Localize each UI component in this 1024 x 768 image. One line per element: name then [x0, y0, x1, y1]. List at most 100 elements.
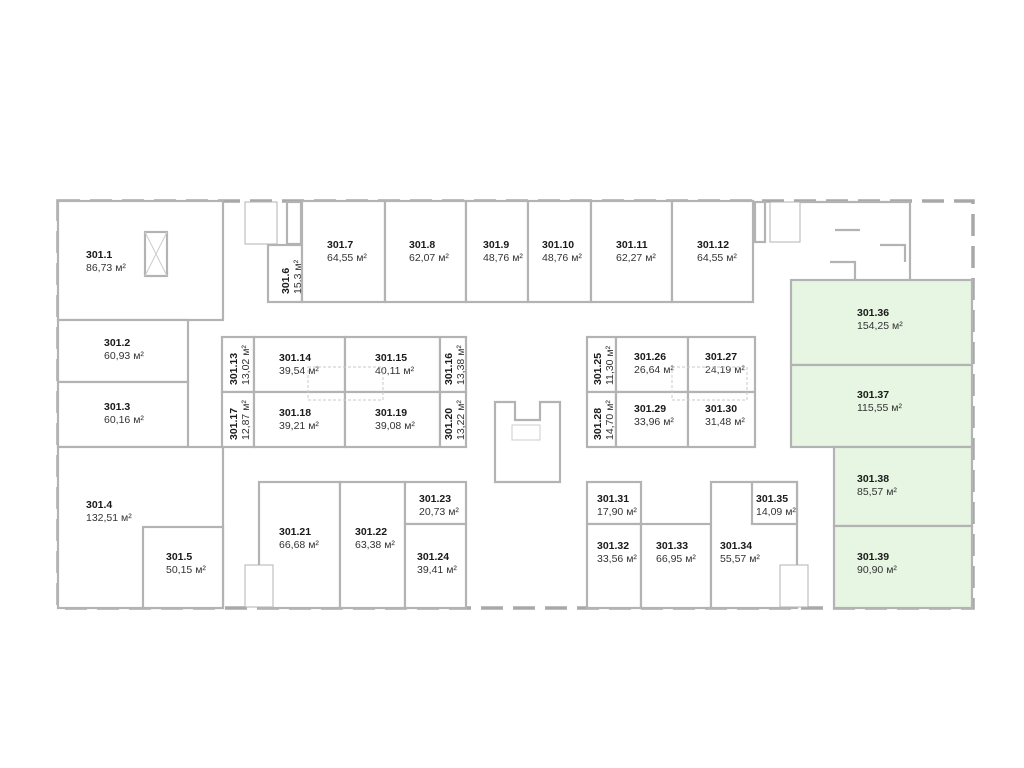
- room-shape[interactable]: [56, 199, 225, 322]
- room-area: 64,55 м²: [327, 252, 367, 264]
- room-301-1[interactable]: 301.186,73 м²: [56, 199, 225, 322]
- room-area: 33,56 м²: [597, 553, 637, 565]
- room-area: 85,57 м²: [857, 486, 897, 498]
- room-shape[interactable]: [585, 390, 618, 449]
- room-number: 301.6: [280, 268, 292, 294]
- room-area: 154,25 м²: [857, 320, 903, 332]
- room-shape[interactable]: [403, 522, 468, 610]
- room-shape[interactable]: [338, 480, 407, 610]
- elevator-core: [493, 400, 562, 484]
- room-number: 301.8: [409, 239, 435, 251]
- room-number: 301.19: [375, 407, 407, 419]
- room-area: 12,87 м²: [240, 400, 252, 440]
- room-301-9[interactable]: 301.948,76 м²: [464, 199, 530, 304]
- room-area: 64,55 м²: [697, 252, 737, 264]
- elevator-left: [143, 230, 169, 278]
- wc-area: [800, 200, 912, 280]
- room-shape[interactable]: [343, 390, 442, 449]
- room-number: 301.18: [279, 407, 311, 419]
- room-shape[interactable]: [789, 363, 974, 449]
- room-301-2[interactable]: 301.260,93 м²: [56, 318, 190, 384]
- room-number: 301.15: [375, 352, 407, 364]
- room-area: 60,16 м²: [104, 414, 144, 426]
- room-number: 301.38: [857, 473, 889, 485]
- room-shape[interactable]: [300, 199, 387, 304]
- room-301-3[interactable]: 301.360,16 м²: [56, 380, 190, 449]
- room-shape[interactable]: [639, 522, 713, 610]
- room-301-7[interactable]: 301.764,55 м²: [300, 199, 387, 304]
- room-area: 31,48 м²: [705, 416, 745, 428]
- room-shape[interactable]: [589, 199, 674, 304]
- room-number: 301.9: [483, 239, 509, 251]
- room-301-8[interactable]: 301.862,07 м²: [383, 199, 468, 304]
- room-shape[interactable]: [686, 390, 757, 449]
- room-shape[interactable]: [220, 335, 256, 394]
- room-number: 301.5: [166, 551, 192, 563]
- room-shape[interactable]: [438, 390, 468, 449]
- room-number: 301.12: [697, 239, 729, 251]
- room-number: 301.25: [592, 353, 604, 385]
- room-area: 39,21 м²: [279, 420, 319, 432]
- room-shape[interactable]: [56, 380, 190, 449]
- room-shape[interactable]: [832, 524, 974, 610]
- room-number: 301.14: [279, 352, 311, 364]
- room-number: 301.27: [705, 351, 737, 363]
- room-number: 301.7: [327, 239, 353, 251]
- room-number: 301.31: [597, 493, 629, 505]
- atrium-right: [671, 366, 748, 401]
- room-shape[interactable]: [252, 390, 347, 449]
- room-area: 48,76 м²: [542, 252, 582, 264]
- room-shape[interactable]: [750, 480, 799, 526]
- room-shape[interactable]: [614, 390, 690, 449]
- room-shape[interactable]: [383, 199, 468, 304]
- room-shape[interactable]: [141, 525, 225, 610]
- room-shape[interactable]: [403, 480, 468, 526]
- room-shape[interactable]: [832, 445, 974, 528]
- room-number: 301.33: [656, 540, 688, 552]
- room-shape[interactable]: [438, 335, 468, 394]
- room-shape[interactable]: [670, 199, 755, 304]
- room-shape[interactable]: [789, 278, 974, 367]
- room-shape[interactable]: [252, 335, 347, 394]
- room-area: 13,38 м²: [455, 345, 467, 385]
- room-area: 13,02 м²: [240, 345, 252, 385]
- room-shape[interactable]: [585, 522, 643, 610]
- room-area: 33,96 м²: [634, 416, 674, 428]
- room-shape[interactable]: [526, 199, 593, 304]
- room-number: 301.37: [857, 389, 889, 401]
- room-301-5[interactable]: 301.550,15 м²: [141, 525, 225, 610]
- room-shape[interactable]: [464, 199, 530, 304]
- room-number: 301.13: [228, 353, 240, 385]
- room-number: 301.10: [542, 239, 574, 251]
